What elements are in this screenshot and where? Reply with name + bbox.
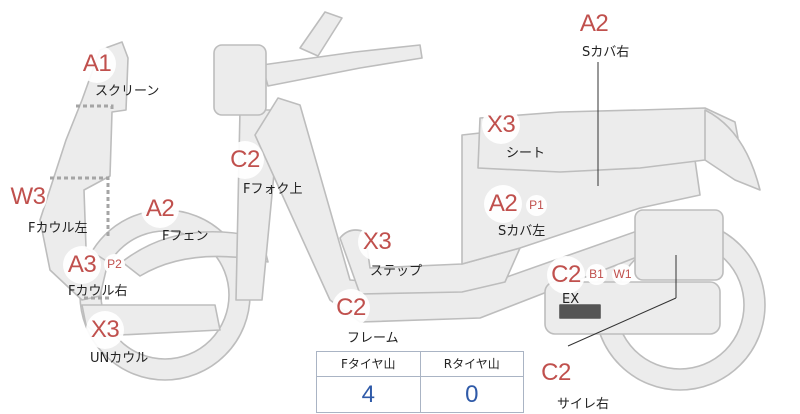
- rear-tread-value[interactable]: 0: [419, 377, 524, 413]
- part-label-f-cowl-left: Fカウル左: [28, 221, 88, 236]
- part-label-seat: シート: [506, 146, 546, 161]
- part-code-frame[interactable]: C2: [332, 289, 370, 327]
- headlight: [213, 44, 267, 116]
- part-code-f-fork-top[interactable]: C2: [226, 141, 264, 179]
- part-label-screen: スクリーン: [95, 84, 160, 99]
- part-label-f-cowl-right: Fカウル右: [68, 284, 128, 299]
- part-code-s-cover-left[interactable]: A2: [484, 185, 522, 223]
- part-label-frame: フレーム: [347, 331, 399, 346]
- part-label-step: ステップ: [370, 264, 423, 279]
- part-code-muffler-right[interactable]: C2: [537, 354, 575, 392]
- part-label-f-fender: Fフェン: [162, 229, 209, 244]
- rear-tread-header: Rタイヤ山: [419, 352, 524, 376]
- part-code-under-cowl[interactable]: X3: [86, 311, 124, 349]
- part-sub-f-cowl-right-p2[interactable]: P2: [104, 254, 125, 275]
- tire-tread-table: Fタイヤ山 Rタイヤ山 4 0: [316, 351, 524, 413]
- part-code-f-cowl-right[interactable]: A3: [63, 246, 101, 284]
- part-code-step[interactable]: X3: [358, 223, 396, 261]
- part-code-seat[interactable]: X3: [482, 106, 520, 144]
- part-label-exhaust: EX: [562, 292, 580, 307]
- part-sub-exhaust-b1[interactable]: B1: [586, 264, 607, 285]
- part-label-f-fork-top: Fフォク上: [243, 182, 303, 197]
- front-tread-value[interactable]: 4: [361, 381, 375, 408]
- part-code-exhaust[interactable]: C2: [547, 256, 585, 294]
- part-label-s-cover-right: Sカバ右: [582, 45, 630, 60]
- part-code-f-cowl-left[interactable]: W3: [9, 178, 47, 216]
- handlebar: [261, 44, 423, 87]
- part-label-muffler-right: サイレ右: [557, 397, 610, 412]
- part-code-f-fender[interactable]: A2: [141, 190, 179, 228]
- part-sub-s-cover-left-p1[interactable]: P1: [526, 195, 547, 216]
- part-code-s-cover-right[interactable]: A2: [575, 5, 613, 43]
- part-sub-exhaust-w1[interactable]: W1: [612, 264, 633, 285]
- part-code-screen[interactable]: A1: [78, 45, 116, 83]
- part-label-under-cowl: UNカウル: [90, 351, 149, 366]
- part-label-s-cover-left: Sカバ左: [498, 224, 546, 239]
- front-tread-header: Fタイヤ山: [340, 357, 396, 371]
